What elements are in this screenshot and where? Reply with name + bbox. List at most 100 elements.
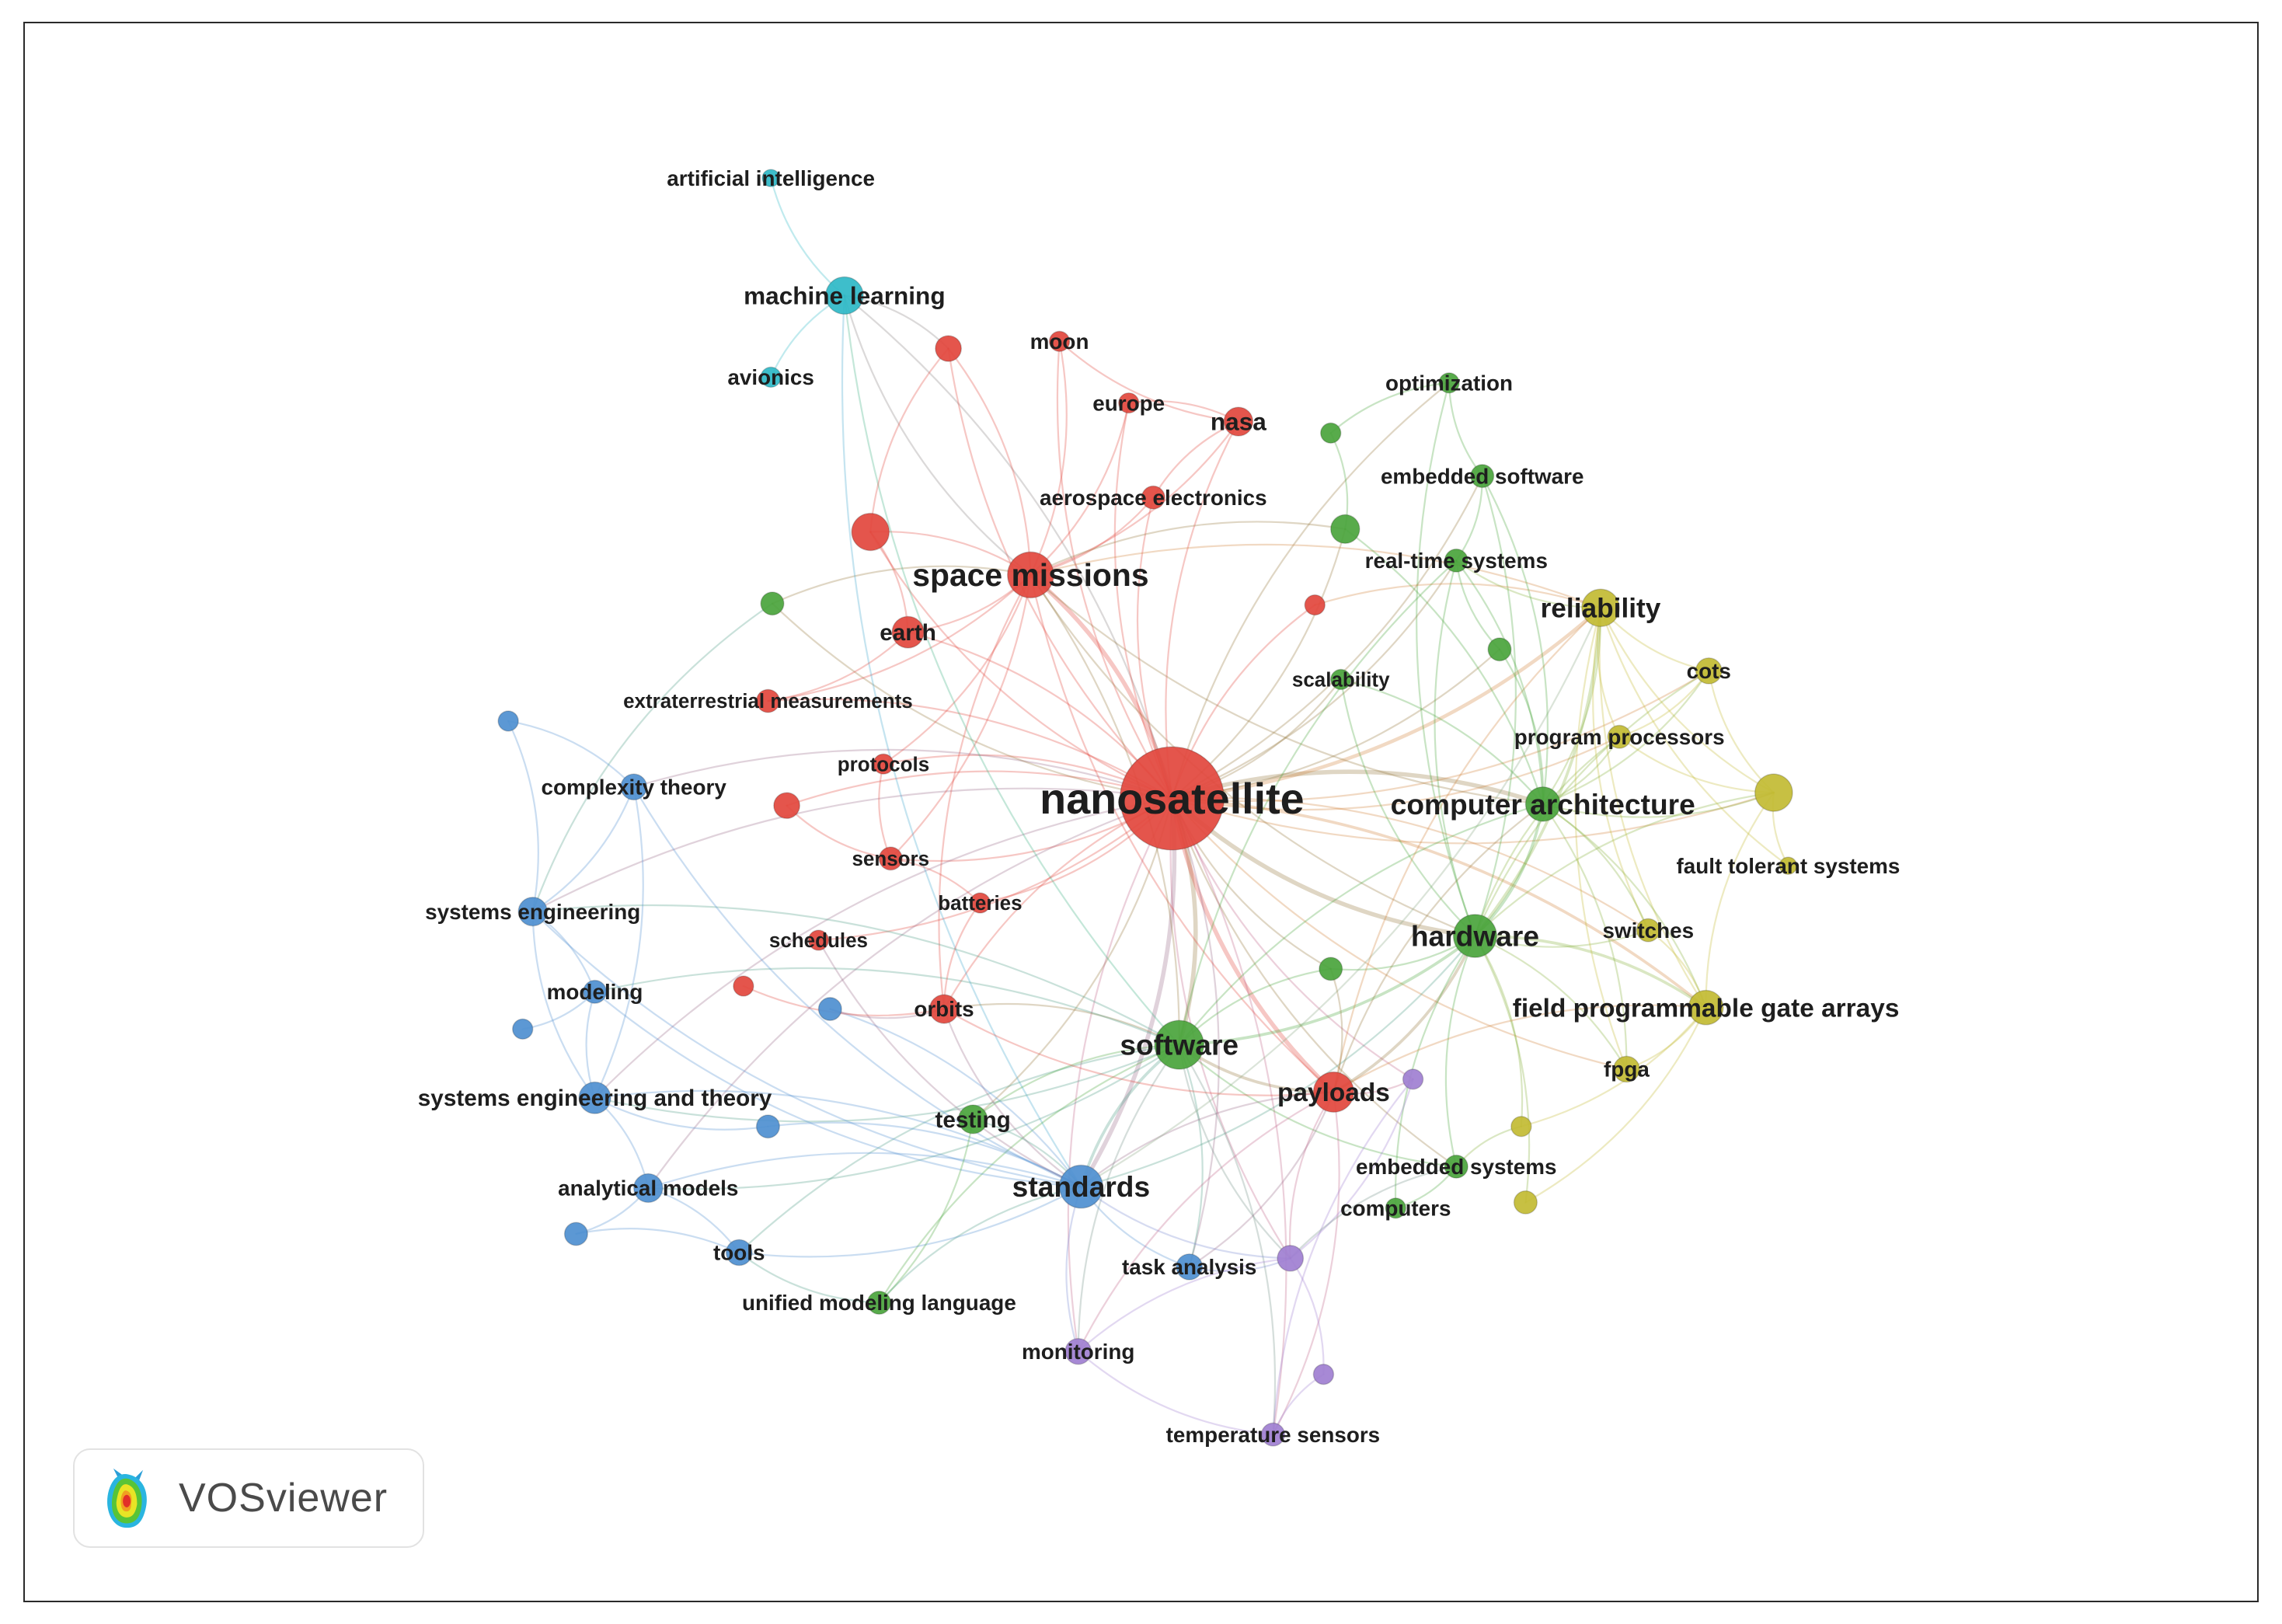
graph-node-earth[interactable] xyxy=(891,615,925,649)
graph-node-software[interactable] xyxy=(1154,1019,1205,1070)
graph-node-switches[interactable] xyxy=(1636,918,1660,943)
graph-node-complexity-theory[interactable] xyxy=(620,773,648,801)
graph-edge xyxy=(1434,559,1476,937)
graph-node-temperature-sensors[interactable] xyxy=(1260,1422,1286,1447)
graph-edge xyxy=(1340,678,1476,937)
graph-node-artificial-intelligence[interactable] xyxy=(761,169,781,187)
graph-node-orbits[interactable] xyxy=(928,994,960,1024)
graph-node-cots[interactable] xyxy=(1695,657,1723,685)
graph-node-label: batteries xyxy=(938,893,1022,915)
graph-node-computers[interactable] xyxy=(1385,1197,1407,1219)
graph-node[interactable] xyxy=(851,512,890,552)
graph-node-label: cots xyxy=(1687,659,1731,683)
graph-node-extraterrestrial-measurements[interactable] xyxy=(755,688,781,713)
graph-node-monitoring[interactable] xyxy=(1064,1337,1092,1365)
graph-node-embedded-software[interactable] xyxy=(1470,464,1495,489)
graph-edge xyxy=(738,1186,1082,1258)
graph-node[interactable] xyxy=(1402,1068,1424,1090)
graph-edge xyxy=(1030,521,1347,576)
graph-node-label: fpga xyxy=(1604,1058,1650,1082)
graph-node-nasa[interactable] xyxy=(1223,406,1254,437)
graph-node[interactable] xyxy=(773,792,801,820)
graph-node[interactable] xyxy=(1513,1190,1538,1215)
graph-node-space-missions[interactable] xyxy=(1006,551,1054,599)
graph-edge xyxy=(786,804,892,860)
graph-node-scalability[interactable] xyxy=(1329,668,1352,691)
graph-edge xyxy=(1171,796,1650,932)
graph-node[interactable] xyxy=(1304,594,1326,616)
graph-node[interactable] xyxy=(1277,1245,1305,1272)
graph-node-schedules[interactable] xyxy=(807,929,830,951)
graph-node[interactable] xyxy=(1319,422,1342,444)
graph-node-label: space missions xyxy=(912,557,1148,593)
graph-node-modeling[interactable] xyxy=(582,979,608,1004)
graph-node-reliability[interactable] xyxy=(1581,588,1620,627)
graph-node[interactable] xyxy=(760,591,785,616)
graph-node-label: reliability xyxy=(1541,594,1661,624)
graph-node-standards[interactable] xyxy=(1058,1164,1104,1209)
graph-edge xyxy=(1542,803,1628,1071)
graph-node-label: scalability xyxy=(1292,670,1390,692)
graph-edge xyxy=(972,1044,1180,1120)
graph-node-sensors[interactable] xyxy=(878,846,903,871)
graph-node[interactable] xyxy=(497,710,519,732)
graph-edge xyxy=(531,911,1082,1188)
graph-node[interactable] xyxy=(563,1221,589,1246)
graph-edge xyxy=(1171,382,1451,800)
graph-node[interactable] xyxy=(935,335,963,362)
graph-node-analytical-models[interactable] xyxy=(632,1173,664,1204)
graph-node-systems-engineering-and-theory[interactable] xyxy=(578,1081,611,1114)
graph-node-tools[interactable] xyxy=(725,1239,753,1267)
graph-node[interactable] xyxy=(1319,957,1343,981)
graph-edge xyxy=(1177,934,1477,1047)
graph-node-testing[interactable] xyxy=(957,1104,988,1134)
graph-node-program-processors[interactable] xyxy=(1607,724,1632,749)
graph-edge xyxy=(1080,935,1476,1188)
graph-node[interactable] xyxy=(817,997,842,1022)
graph-node-batteries[interactable] xyxy=(969,892,991,914)
graph-node[interactable] xyxy=(1754,773,1793,812)
graph-node-real-time-systems[interactable] xyxy=(1444,548,1468,573)
graph-edge xyxy=(1030,402,1130,576)
graph-node-payloads[interactable] xyxy=(1312,1071,1355,1113)
graph-node-computer-architecture[interactable] xyxy=(1524,786,1561,822)
graph-node-avionics[interactable] xyxy=(760,366,782,389)
graph-node-moon[interactable] xyxy=(1048,330,1071,352)
graph-node-optimization[interactable] xyxy=(1438,372,1460,394)
graph-node-aerospace-electronics[interactable] xyxy=(1141,485,1165,510)
graph-node-embedded-systems[interactable] xyxy=(1444,1154,1468,1179)
graph-edge xyxy=(1705,792,1775,1009)
graph-node[interactable] xyxy=(1487,637,1512,662)
graph-edge xyxy=(1080,607,1602,1188)
graph-node-label: fault tolerant systems xyxy=(1676,854,1900,878)
graph-node-systems-engineering[interactable] xyxy=(517,896,549,927)
graph-node-field-programmable-gate-arrays[interactable] xyxy=(1688,989,1724,1026)
graph-node-protocols[interactable] xyxy=(873,753,894,775)
graph-node-nanosatellite[interactable] xyxy=(1119,746,1225,851)
graph-node-unified-modeling-language[interactable] xyxy=(866,1291,892,1315)
graph-edge xyxy=(1542,792,1775,818)
graph-node[interactable] xyxy=(1329,514,1360,545)
graph-node-fpga[interactable] xyxy=(1612,1055,1640,1083)
graph-node-label: computer architecture xyxy=(1391,789,1695,821)
graph-node-label: task analysis xyxy=(1122,1255,1256,1279)
graph-node-label: testing xyxy=(935,1107,1010,1133)
graph-node[interactable] xyxy=(511,1018,534,1040)
graph-node-europe[interactable] xyxy=(1117,392,1140,414)
graph-edge xyxy=(507,720,539,913)
graph-node[interactable] xyxy=(733,975,754,997)
graph-node-label: systems engineering xyxy=(425,900,640,924)
graph-node-label: aerospace electronics xyxy=(1040,486,1267,510)
graph-node[interactable] xyxy=(1312,1364,1335,1385)
graph-node-machine-learning[interactable] xyxy=(824,276,864,315)
graph-node[interactable] xyxy=(1510,1116,1532,1138)
graph-node-task-analysis[interactable] xyxy=(1176,1253,1204,1281)
graph-node-fault-tolerant-systems[interactable] xyxy=(1779,856,1798,875)
graph-node-hardware[interactable] xyxy=(1452,914,1498,958)
graph-node[interactable] xyxy=(755,1114,781,1139)
graph-edge xyxy=(882,573,1032,765)
graph-edge xyxy=(531,904,1180,1046)
